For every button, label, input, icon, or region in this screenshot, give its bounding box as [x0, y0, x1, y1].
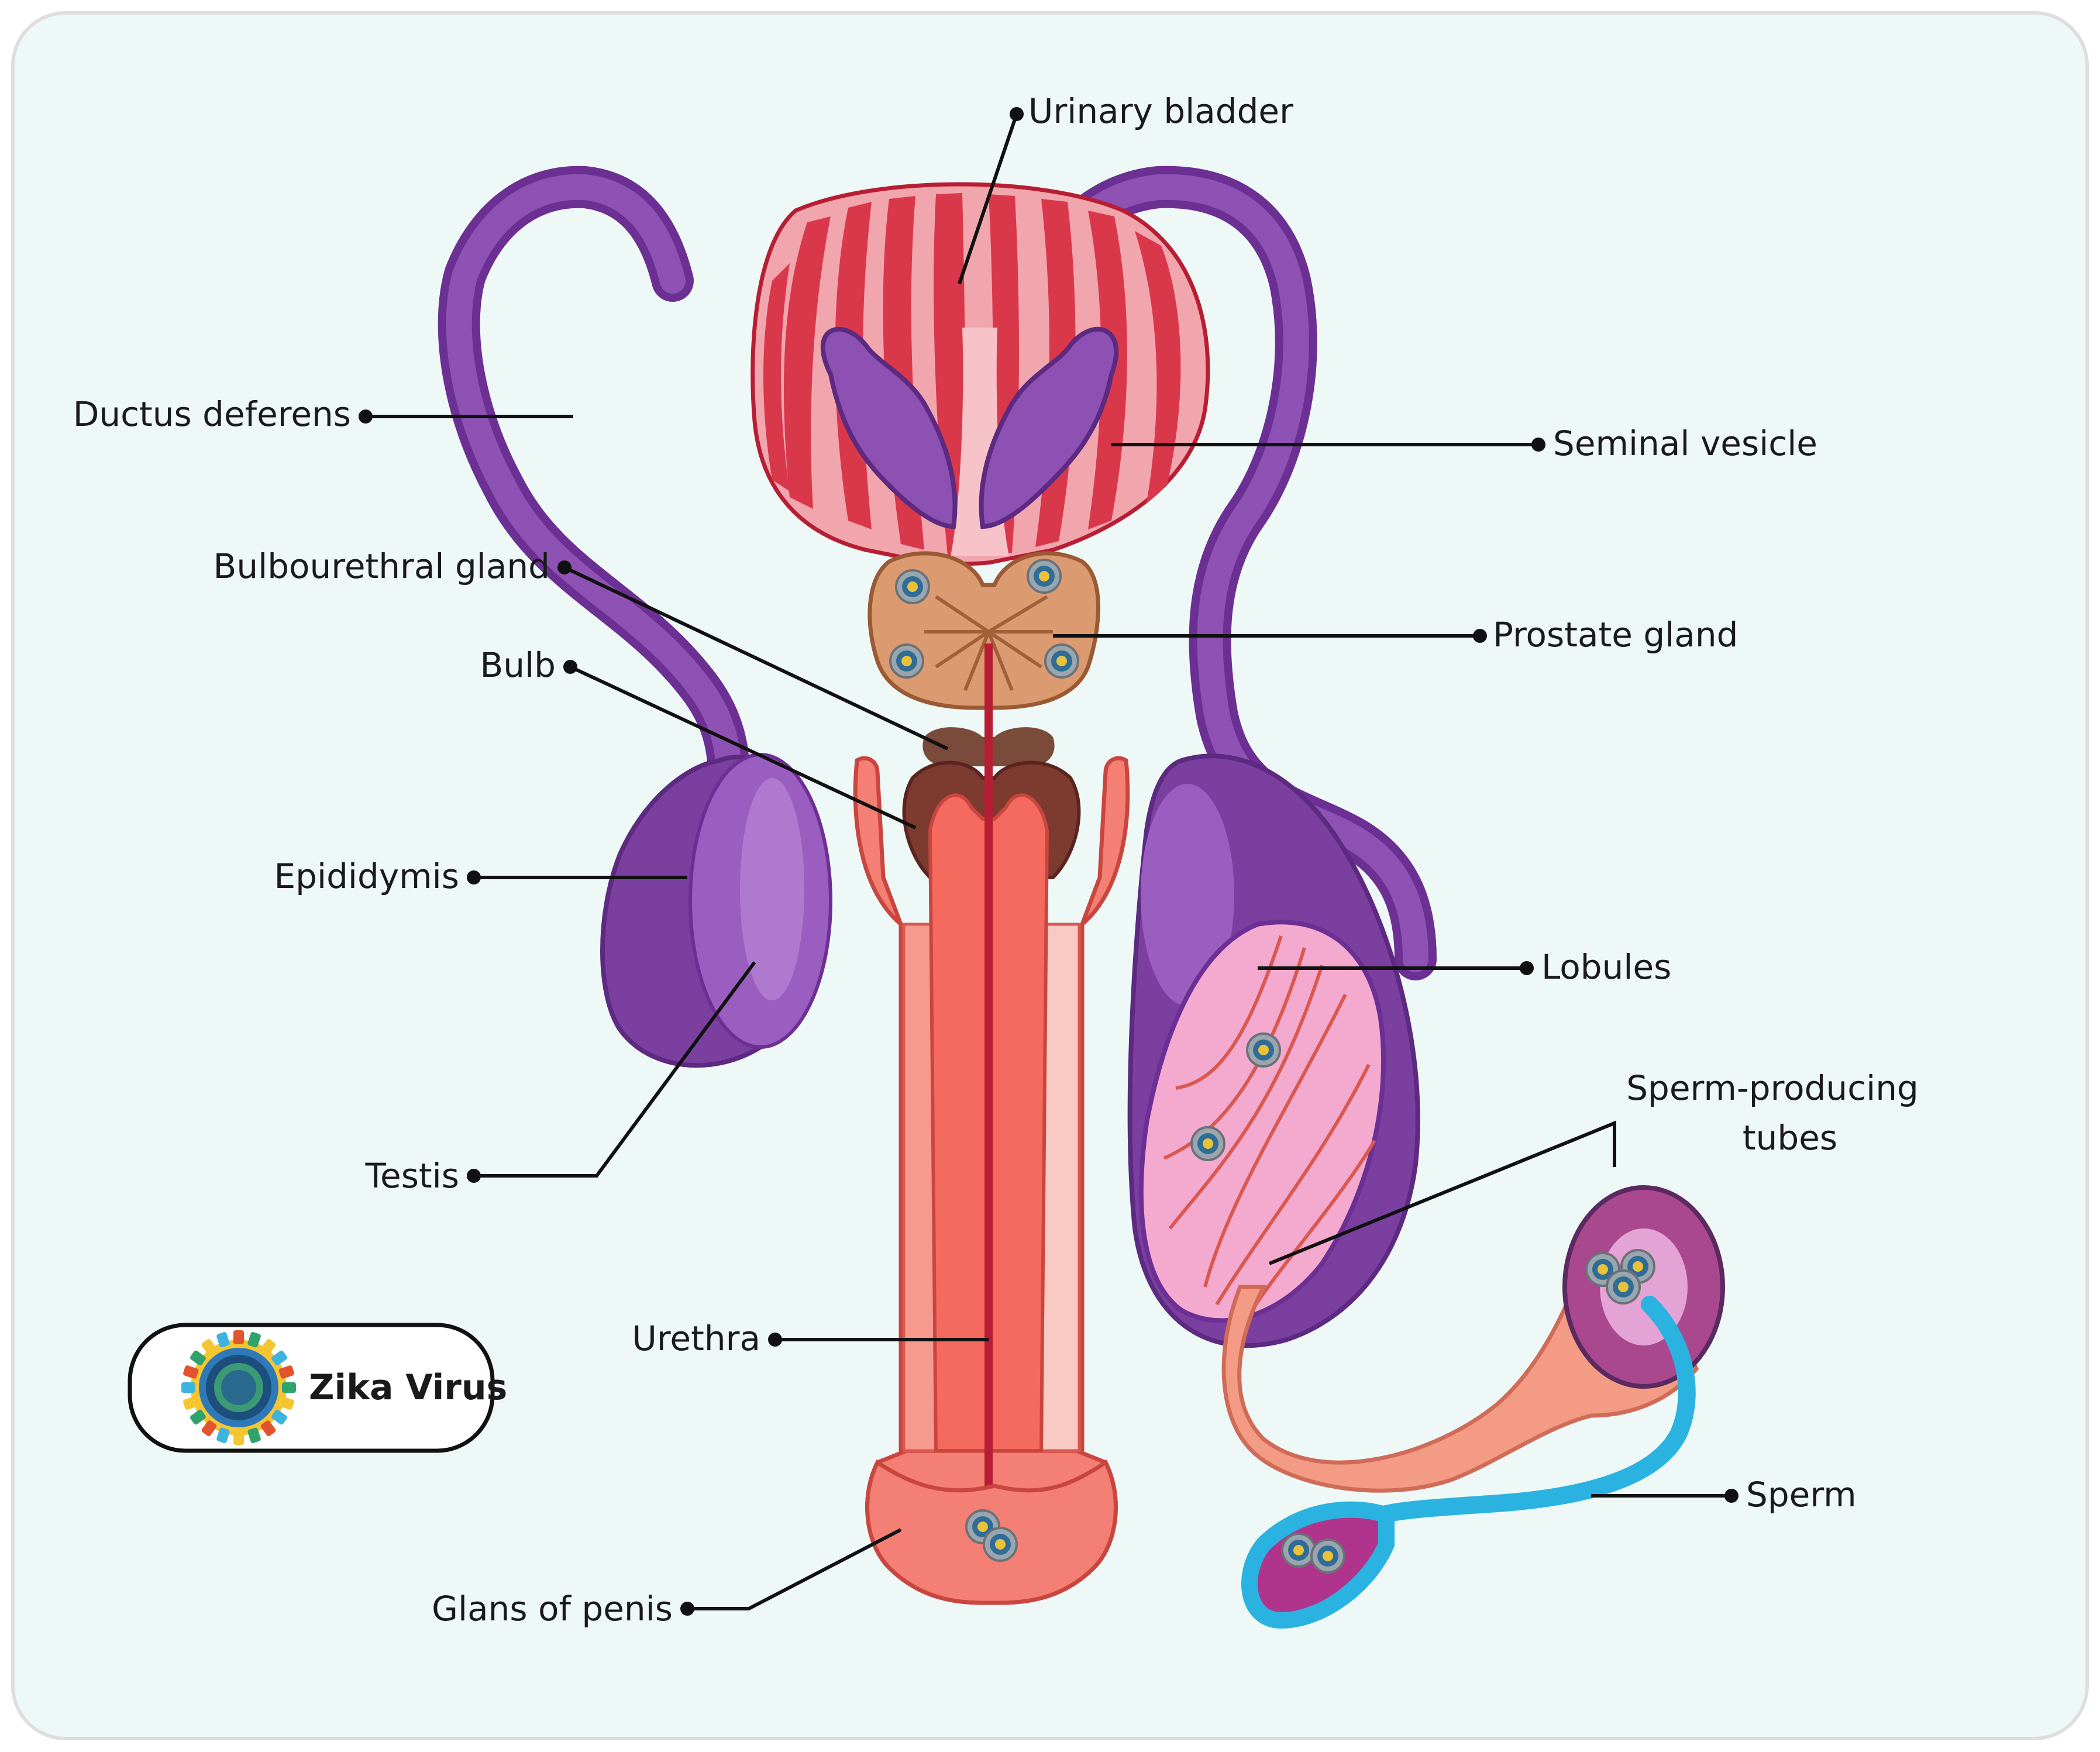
urinary-bladder: [751, 182, 1210, 566]
zika-virus-particle: [1027, 559, 1062, 594]
penis: [853, 643, 1130, 1605]
label-lobules: Lobules: [1541, 947, 1671, 987]
sperm-tail: [1372, 1296, 1696, 1524]
lobules: [1163, 935, 1376, 1312]
leader-lines: [359, 107, 1738, 1616]
legend: Zika Virus: [128, 1323, 507, 1453]
label-urinary-bladder: Urinary bladder: [1028, 91, 1293, 131]
label-seminal-vesicle: Seminal vesicle: [1553, 424, 1817, 463]
label-bulbourethral-gland: Bulbourethral gland: [214, 546, 550, 586]
labels: Urinary bladder Ductus deferens Seminal …: [73, 91, 1919, 1629]
seminal-vesicle-right: [979, 326, 1119, 529]
label-sperm: Sperm: [1746, 1475, 1857, 1515]
testis-right: [1138, 920, 1386, 1323]
label-glans-of-penis: Glans of penis: [432, 1589, 673, 1629]
zika-virus-particle: [895, 569, 930, 604]
label-urethra: Urethra: [632, 1319, 760, 1358]
zika-virus-particle: [983, 1527, 1018, 1562]
zika-virus-particle: [1310, 1538, 1345, 1574]
zika-virus-icon: [181, 1330, 296, 1445]
label-testis: Testis: [364, 1156, 459, 1196]
label-sperm-producing-line1: Sperm-producing: [1626, 1068, 1919, 1108]
zika-virus-particle: [1190, 1126, 1225, 1161]
seminal-vesicle-left: [821, 326, 958, 529]
legend-label: Zika Virus: [309, 1367, 507, 1408]
zika-virus-particle: [1044, 643, 1079, 679]
label-epididymis: Epididymis: [274, 856, 459, 896]
label-bulb: Bulb: [480, 645, 556, 685]
zika-virus-particle: [1606, 1269, 1641, 1304]
zika-virus-particles: [889, 559, 1655, 1574]
label-sperm-producing-line2: tubes: [1743, 1118, 1837, 1158]
zika-virus-particle: [1281, 1533, 1316, 1568]
zika-virus-particle: [889, 643, 924, 679]
zika-virus-particle: [1246, 1032, 1281, 1068]
label-prostate-gland: Prostate gland: [1493, 615, 1738, 655]
label-ductus-deferens: Ductus deferens: [73, 394, 351, 434]
